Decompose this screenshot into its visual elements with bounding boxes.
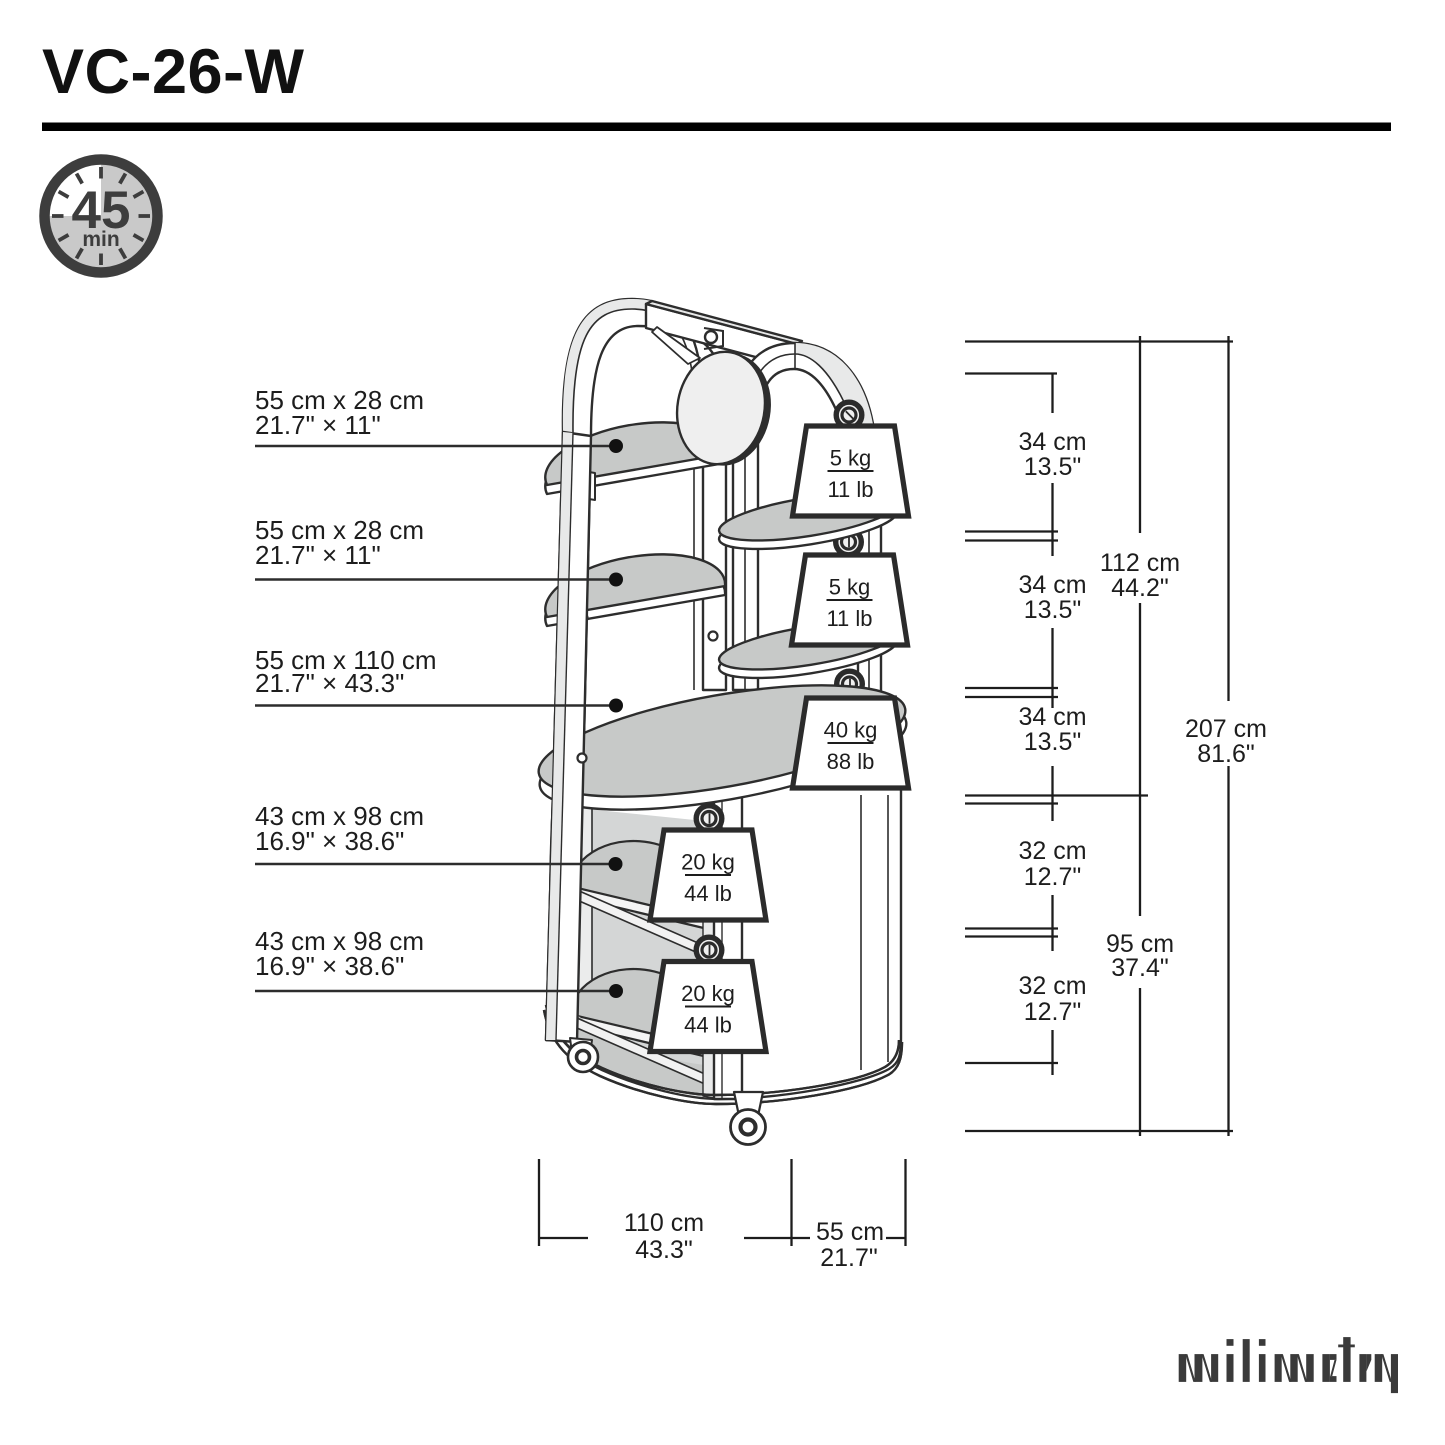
svg-text:16.9" × 38.6": 16.9" × 38.6" — [255, 951, 404, 981]
svg-text:207 cm: 207 cm — [1185, 715, 1267, 743]
svg-text:20 kg: 20 kg — [681, 850, 735, 875]
svg-text:16.9" × 38.6": 16.9" × 38.6" — [255, 826, 404, 856]
svg-text:21.7" × 43.3": 21.7" × 43.3" — [255, 668, 404, 698]
svg-text:21.7" × 11": 21.7" × 11" — [255, 410, 381, 440]
svg-text:13.5": 13.5" — [1024, 453, 1082, 481]
svg-text:44 lb: 44 lb — [684, 1013, 732, 1038]
svg-text:11 lb: 11 lb — [827, 477, 873, 502]
svg-text:34 cm: 34 cm — [1018, 571, 1086, 599]
svg-text:112 cm: 112 cm — [1100, 549, 1180, 577]
svg-text:55 cm x 28 cm: 55 cm x 28 cm — [255, 515, 424, 545]
svg-text:min: min — [82, 228, 119, 251]
svg-text:95 cm: 95 cm — [1106, 930, 1174, 958]
svg-text:20 kg: 20 kg — [681, 981, 735, 1006]
svg-text:43 cm x 98 cm: 43 cm x 98 cm — [255, 801, 424, 831]
svg-text:40 kg: 40 kg — [824, 718, 878, 743]
svg-text:44 lb: 44 lb — [684, 881, 732, 906]
svg-text:110 cm: 110 cm — [624, 1209, 704, 1237]
svg-text:13.5": 13.5" — [1024, 728, 1082, 756]
svg-text:21.7" × 11": 21.7" × 11" — [255, 540, 381, 570]
svg-text:43.3": 43.3" — [635, 1236, 693, 1264]
svg-text:VC-26-W: VC-26-W — [42, 37, 305, 107]
svg-text:55 cm: 55 cm — [816, 1218, 884, 1246]
svg-text:34 cm: 34 cm — [1018, 428, 1086, 456]
svg-text:43 cm x 98 cm: 43 cm x 98 cm — [255, 926, 424, 956]
svg-text:5 kg: 5 kg — [829, 575, 871, 600]
svg-text:21.7": 21.7" — [820, 1244, 878, 1272]
svg-text:32 cm: 32 cm — [1018, 972, 1086, 1000]
svg-text:32 cm: 32 cm — [1018, 837, 1086, 865]
svg-text:81.6": 81.6" — [1197, 740, 1255, 768]
svg-text:11 lb: 11 lb — [826, 606, 872, 631]
svg-text:45: 45 — [72, 181, 131, 240]
svg-text:5 kg: 5 kg — [830, 446, 872, 471]
svg-text:55 cm x 110 cm: 55 cm x 110 cm — [255, 645, 437, 675]
svg-text:12.7": 12.7" — [1024, 863, 1082, 891]
svg-text:13.5": 13.5" — [1024, 596, 1082, 624]
svg-text:88 lb: 88 lb — [827, 749, 875, 774]
svg-text:44.2": 44.2" — [1111, 574, 1169, 602]
svg-text:37.4": 37.4" — [1111, 954, 1169, 982]
svg-text:55 cm x 28 cm: 55 cm x 28 cm — [255, 385, 424, 415]
svg-text:12.7": 12.7" — [1024, 998, 1082, 1026]
svg-text:34 cm: 34 cm — [1018, 703, 1086, 731]
